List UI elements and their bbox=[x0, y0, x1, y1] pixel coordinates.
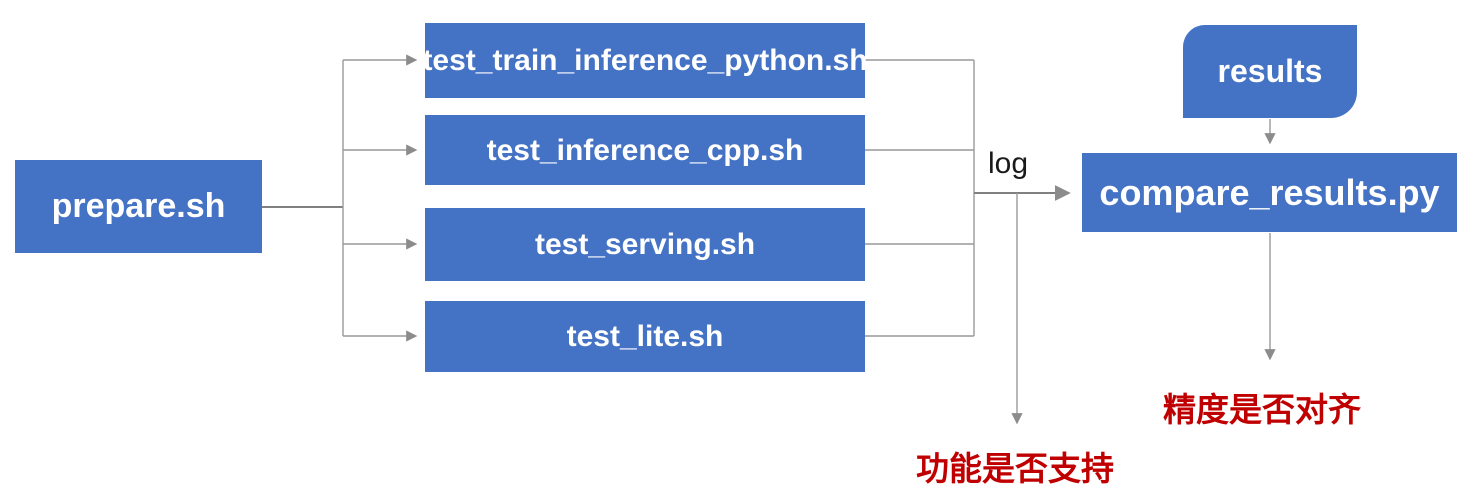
node-compare-results-py: compare_results.py bbox=[1082, 153, 1457, 232]
edge-label-log: log bbox=[988, 147, 1029, 180]
node-test-inference-cpp-sh: test_inference_cpp.sh bbox=[425, 115, 865, 185]
node-results: results bbox=[1183, 25, 1357, 118]
node-test-lite-sh: test_lite.sh bbox=[425, 301, 865, 372]
annotation-accuracy-aligned: 精度是否对齐 bbox=[1163, 391, 1361, 428]
node-test-train-inference-python-sh: test_train_inference_python.sh bbox=[422, 23, 868, 98]
node-test-serving-sh: test_serving.sh bbox=[425, 208, 865, 281]
annotation-function-supported: 功能是否支持 bbox=[916, 450, 1114, 487]
node-prepare-sh: prepare.sh bbox=[15, 160, 262, 253]
